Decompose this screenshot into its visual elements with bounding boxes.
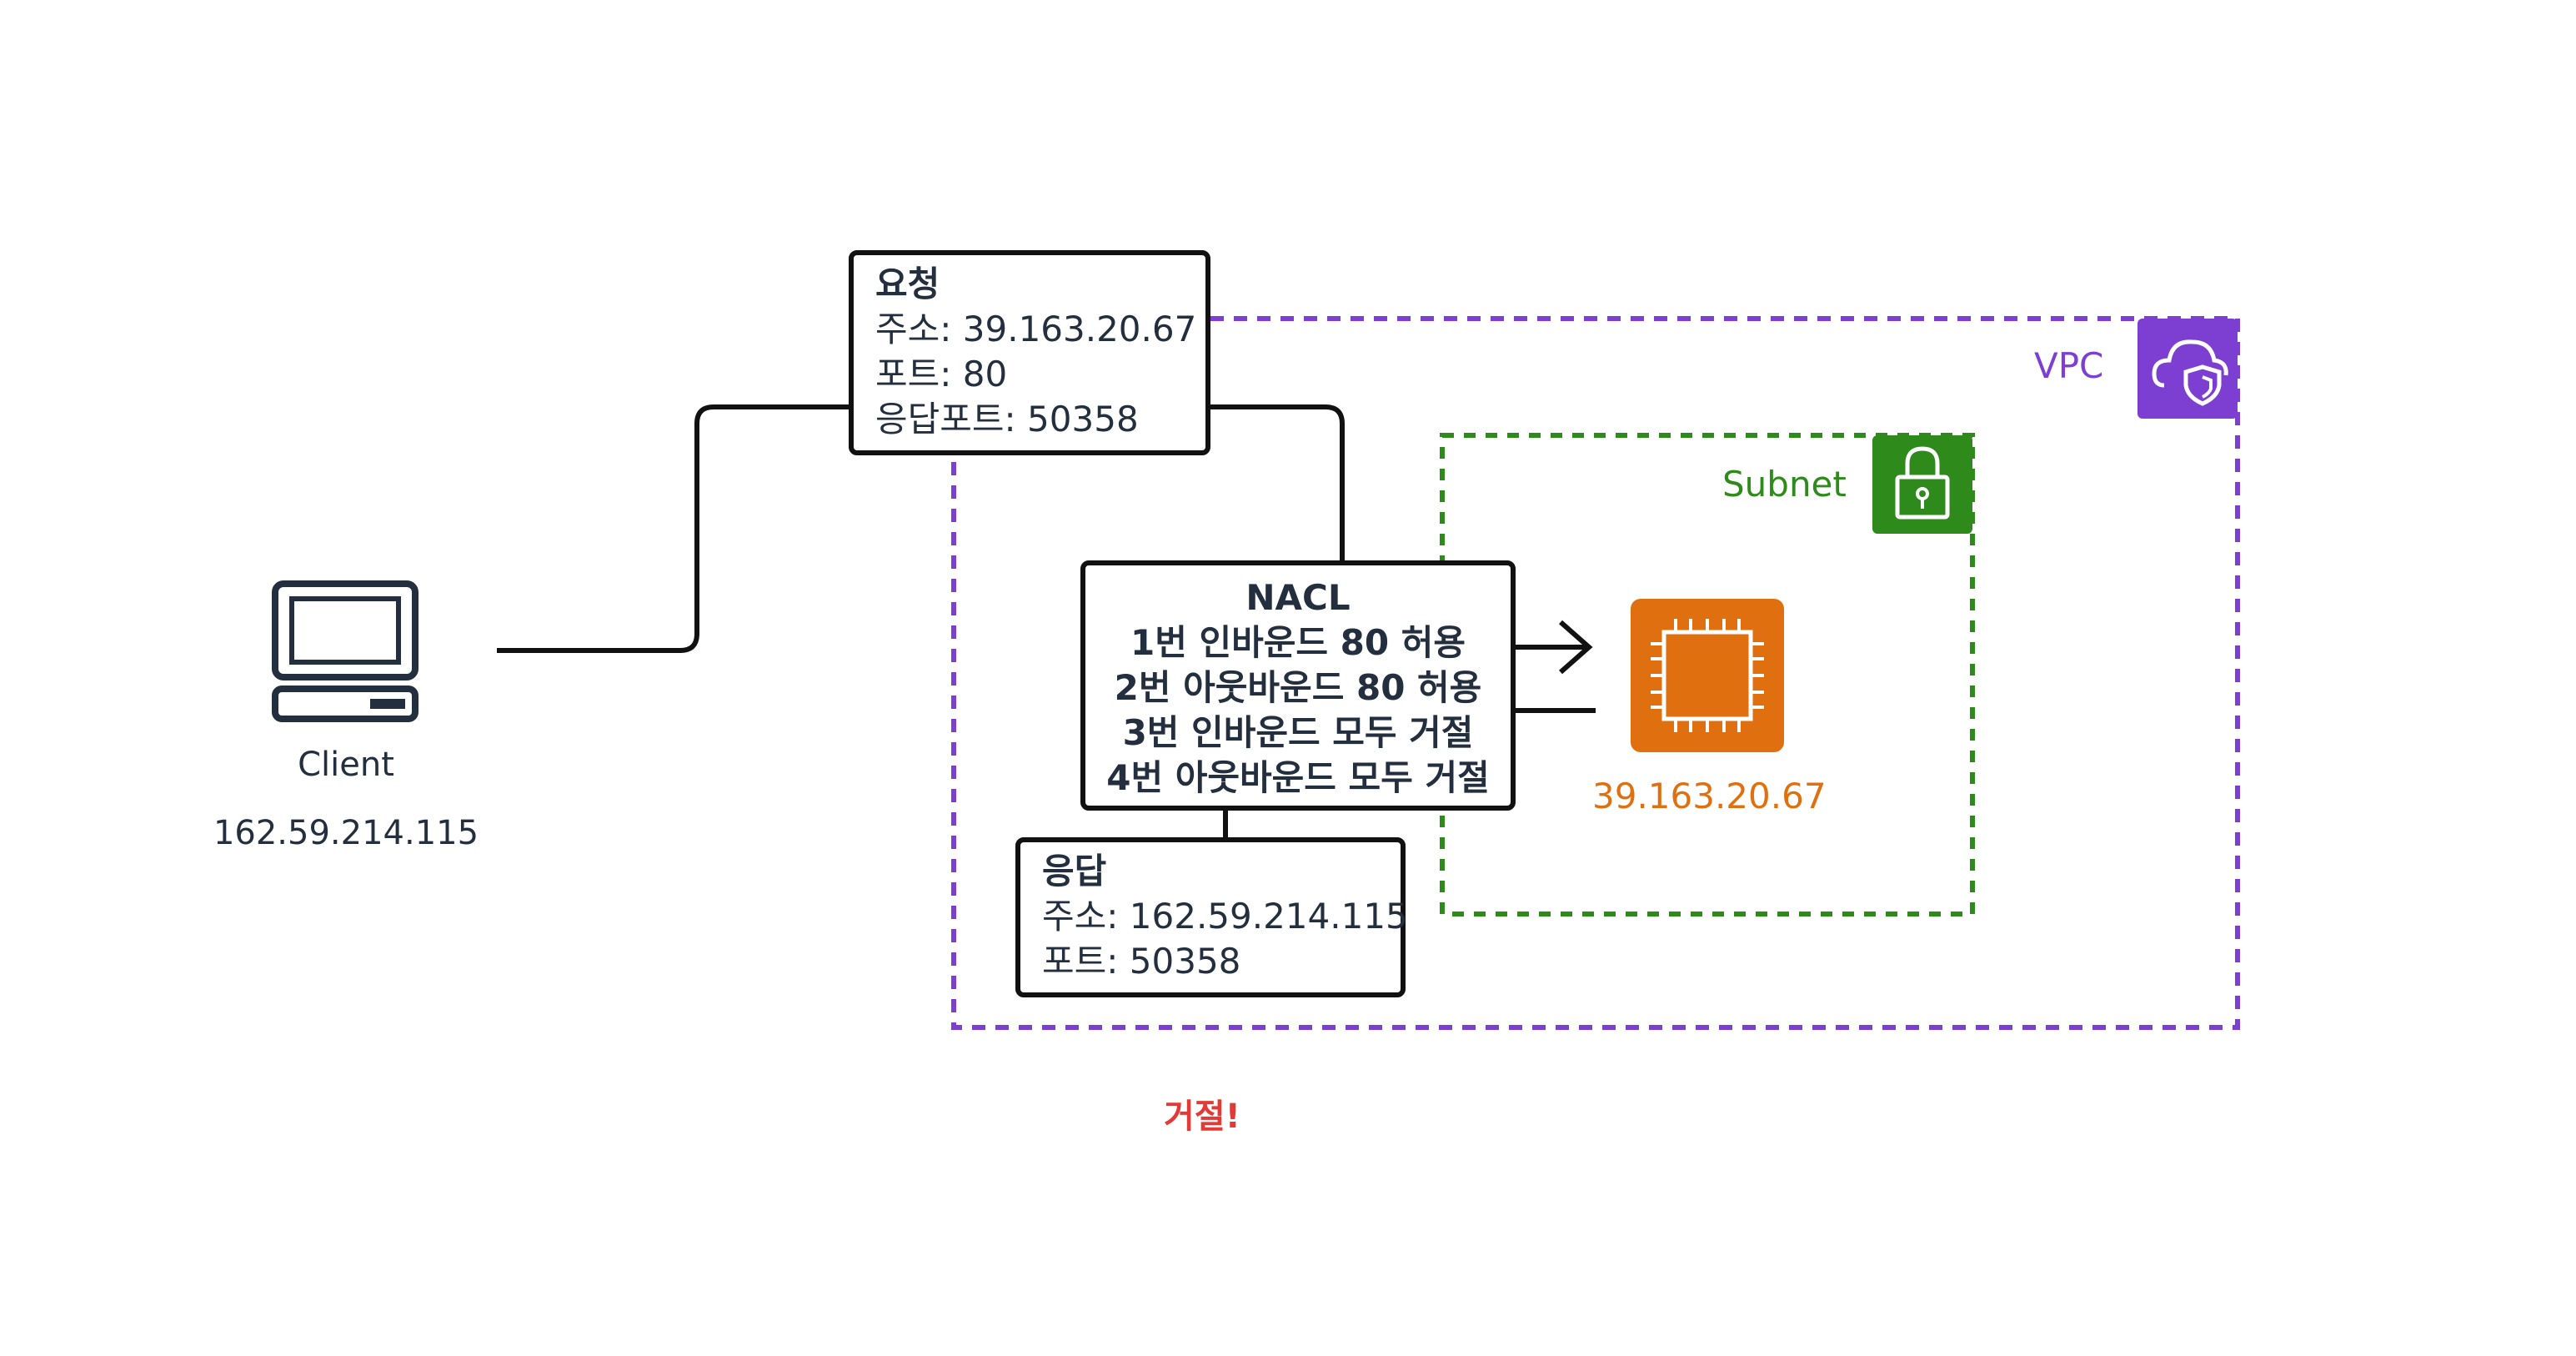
cloud-shield-icon bbox=[2137, 319, 2238, 419]
client-ip: 162.59.214.115 bbox=[213, 814, 479, 852]
nacl-rule: 4번 아웃바운드 모두 거절 bbox=[1106, 757, 1490, 798]
instance-ip: 39.163.20.67 bbox=[1592, 776, 1827, 816]
rejected-label: 거절! bbox=[1164, 1097, 1240, 1136]
response-port: 포트: 50358 bbox=[1042, 941, 1241, 982]
request-box: 요청 주소: 39.163.20.67 포트: 80 응답포트: 50358 bbox=[849, 250, 1210, 455]
nacl-rule: 1번 인바운드 80 허용 bbox=[1130, 622, 1466, 663]
nacl-rule: 2번 아웃바운드 80 허용 bbox=[1114, 667, 1482, 708]
laptop-icon bbox=[272, 580, 418, 722]
client-label: Client bbox=[298, 746, 394, 784]
response-box: 응답 주소: 162.59.214.115 포트: 50358 bbox=[1015, 837, 1408, 997]
client-to-request-line bbox=[497, 404, 852, 653]
request-response-port: 응답포트: 50358 bbox=[875, 399, 1139, 439]
vpc-boundary bbox=[951, 316, 2240, 1030]
vpc-label: VPC bbox=[2034, 345, 2104, 386]
response-title: 응답 bbox=[1042, 851, 1107, 891]
request-to-nacl-line bbox=[1209, 404, 1345, 564]
inbound-arrow bbox=[1514, 620, 1593, 675]
lock-icon bbox=[1872, 435, 1972, 534]
nacl-rule: 3번 인바운드 모두 거절 bbox=[1122, 712, 1474, 753]
nacl-box: NACL 1번 인바운드 80 허용 2번 아웃바운드 80 허용 3번 인바운… bbox=[1080, 560, 1516, 811]
response-address: 주소: 162.59.214.115 bbox=[1042, 896, 1408, 937]
subnet-label: Subnet bbox=[1722, 464, 1847, 505]
request-address: 주소: 39.163.20.67 bbox=[875, 309, 1197, 349]
chip-icon bbox=[1631, 599, 1784, 752]
request-port: 포트: 80 bbox=[875, 354, 1008, 394]
nacl-title: NACL bbox=[1245, 577, 1351, 618]
request-title: 요청 bbox=[875, 264, 940, 304]
